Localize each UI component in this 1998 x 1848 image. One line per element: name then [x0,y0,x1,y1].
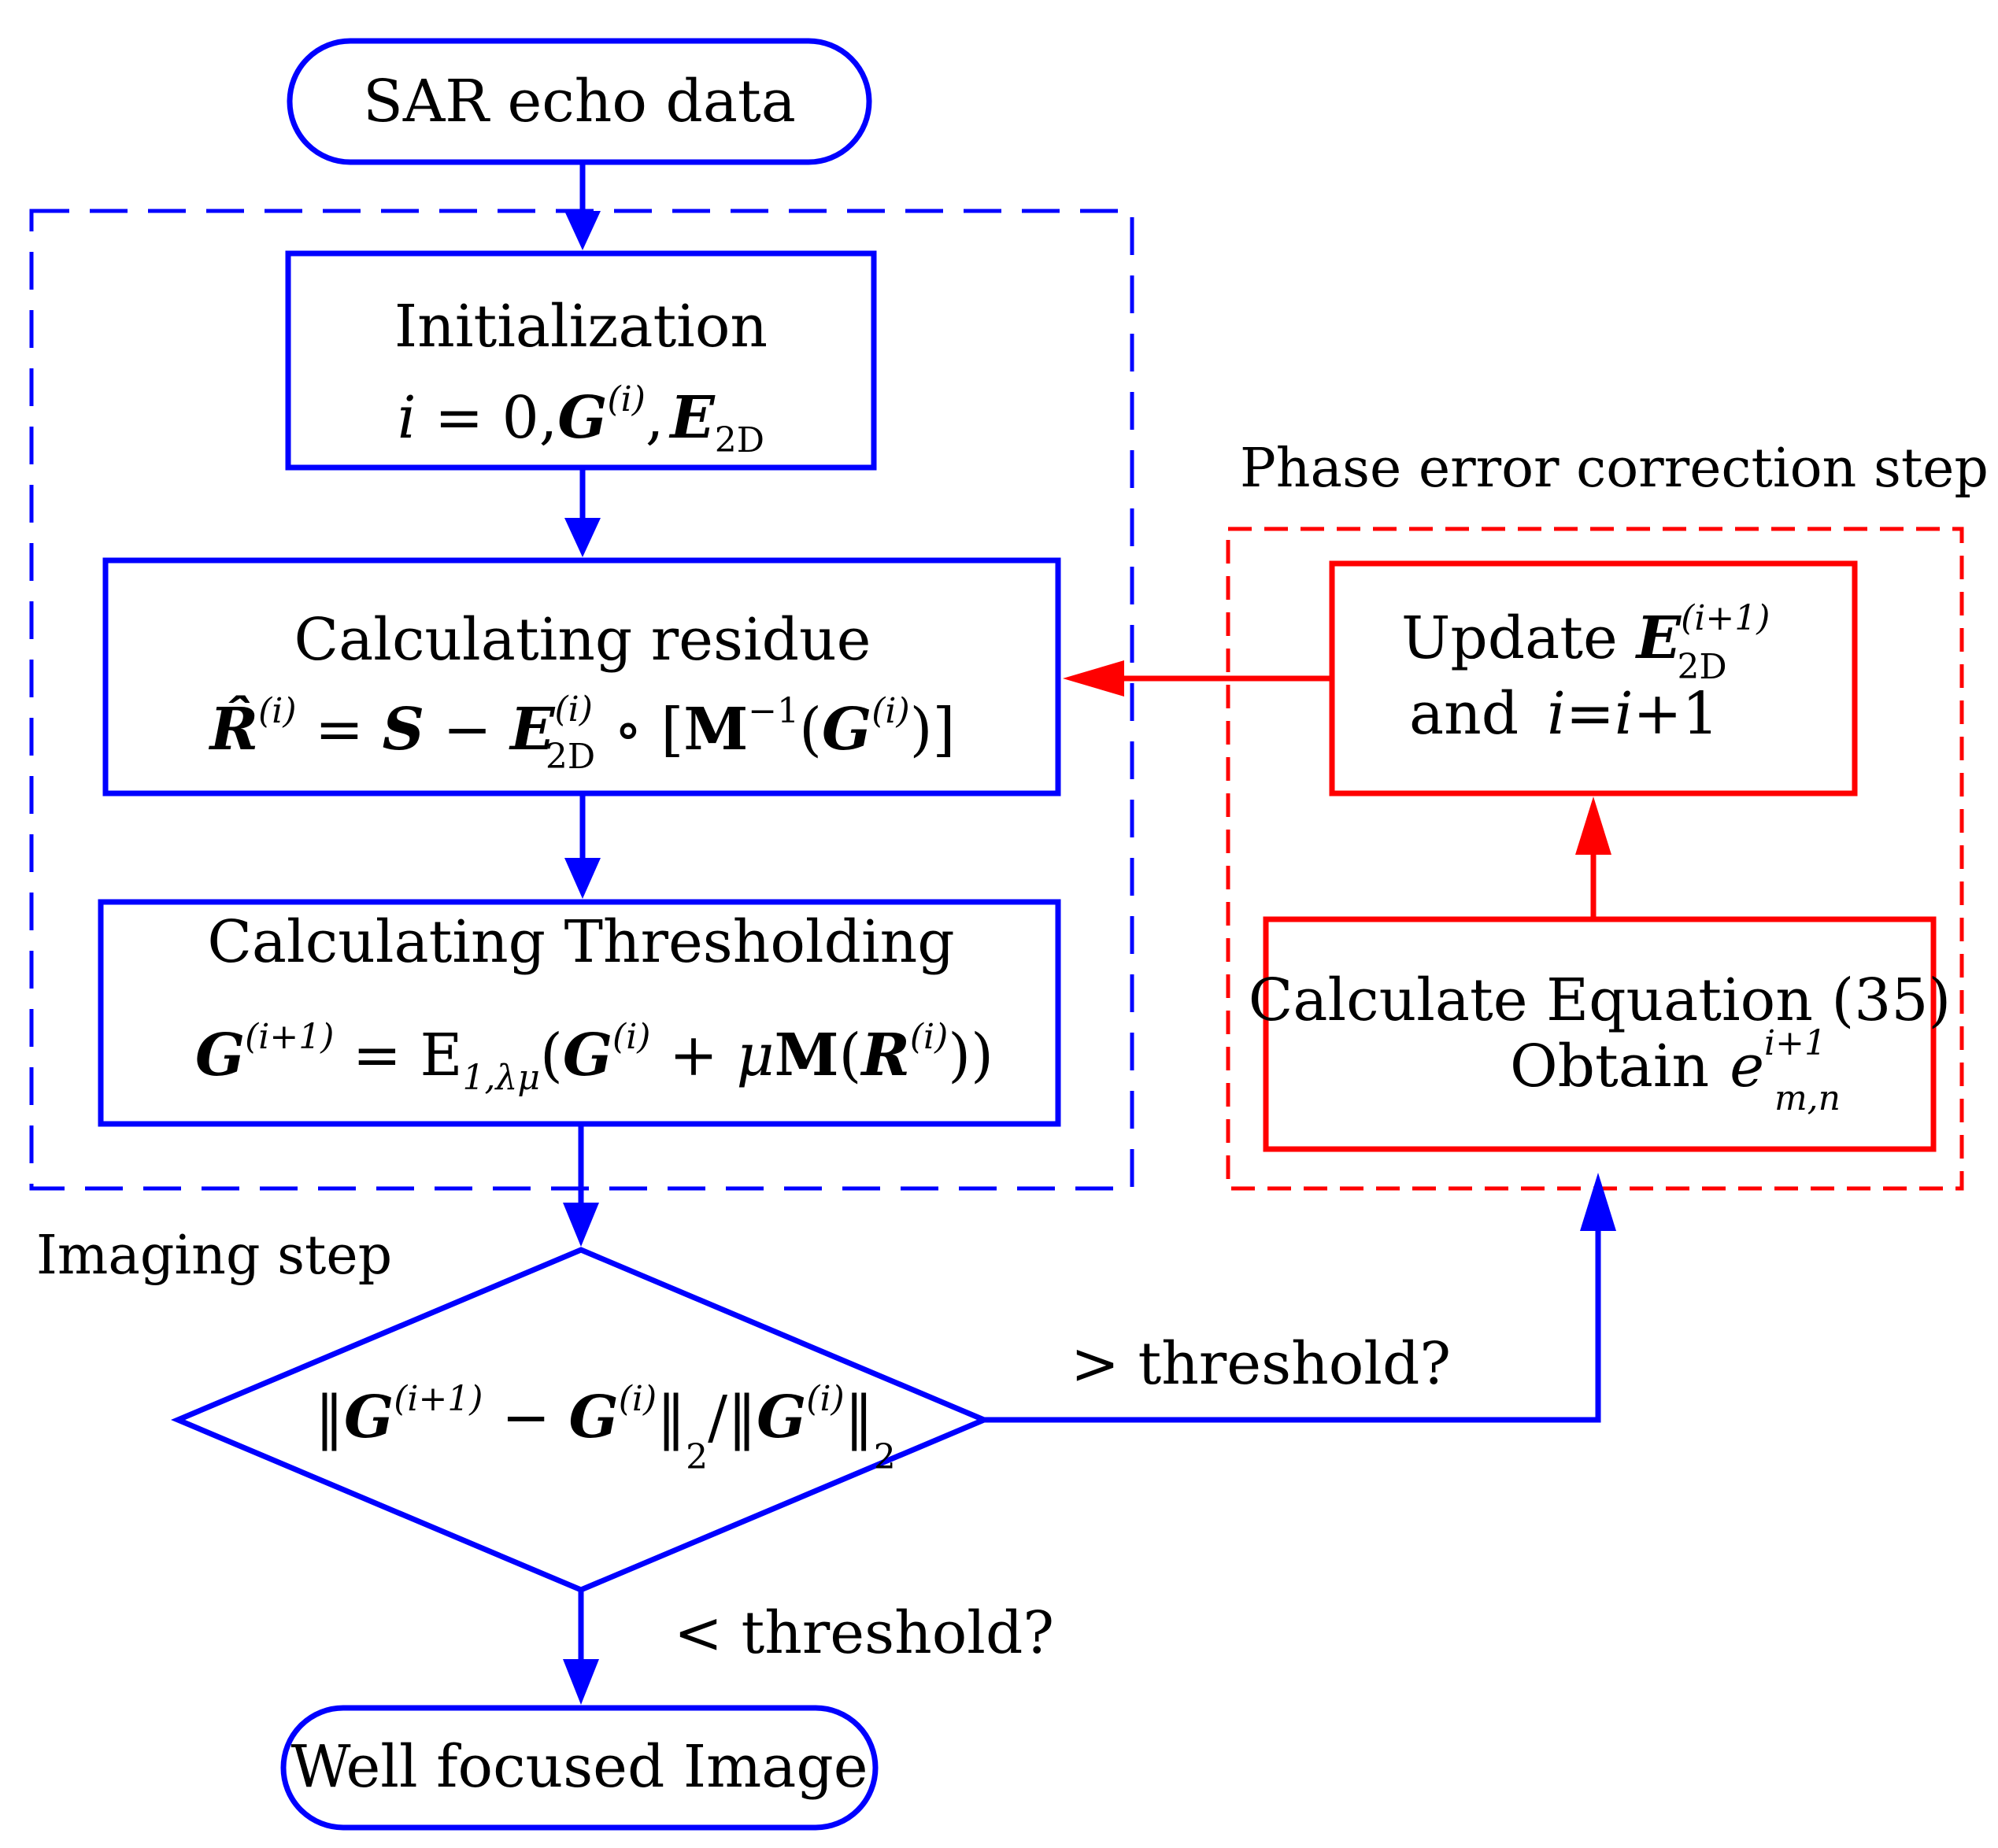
calculate-equation-title: Calculate Equation (35) [1249,967,1952,1034]
calculate-to-update-arrowhead [1575,796,1611,855]
update-box [1329,560,1858,796]
imaging-step-label: Imaging step [36,1225,392,1287]
convergence-formula: ‖G(i+1) − G(i)‖2/‖G(i)‖2 [315,1379,896,1477]
thresholding-formula: G(i+1) = E1,λμ(G(i) + μM(R(i))) [195,1017,993,1098]
decision-to-calculate-arrowhead [1580,1173,1616,1231]
phase-correction-label: Phase error correction step [1240,438,1989,500]
residue-title: Calculating residue [294,606,871,674]
red-connectors [1063,660,1611,919]
init-to-residue-arrowhead [564,518,601,557]
end-label: Well focused Image [290,1733,868,1801]
start-terminal [287,38,872,165]
start-to-init-arrowhead [564,211,601,250]
less-threshold-label: < threshold? [674,1599,1054,1667]
threshold-to-decision-arrowhead [563,1203,599,1247]
blue-connectors [563,162,1616,1705]
calculate-equation-box [1263,916,1937,1152]
initialization-box [285,250,877,471]
thresholding-title: Calculating Thresholding [207,908,954,976]
initialization-title: Initialization [394,293,768,360]
residue-formula: R̂(i) = S − E(i)2D ∘ [M−1(G(i))] [209,689,956,777]
decision-to-calculate-line [984,1228,1601,1423]
start-label: SAR echo data [363,68,796,135]
initialization-formula: i = 0,G(i),E2D [398,379,764,460]
end-terminal [280,1705,879,1831]
update-to-residue-arrowhead [1063,660,1124,697]
decision-to-end-arrowhead [563,1659,599,1705]
residue-to-threshold-arrowhead [564,858,601,899]
greater-threshold-label: > threshold? [1071,1330,1451,1398]
thresholding-box [98,899,1061,1127]
